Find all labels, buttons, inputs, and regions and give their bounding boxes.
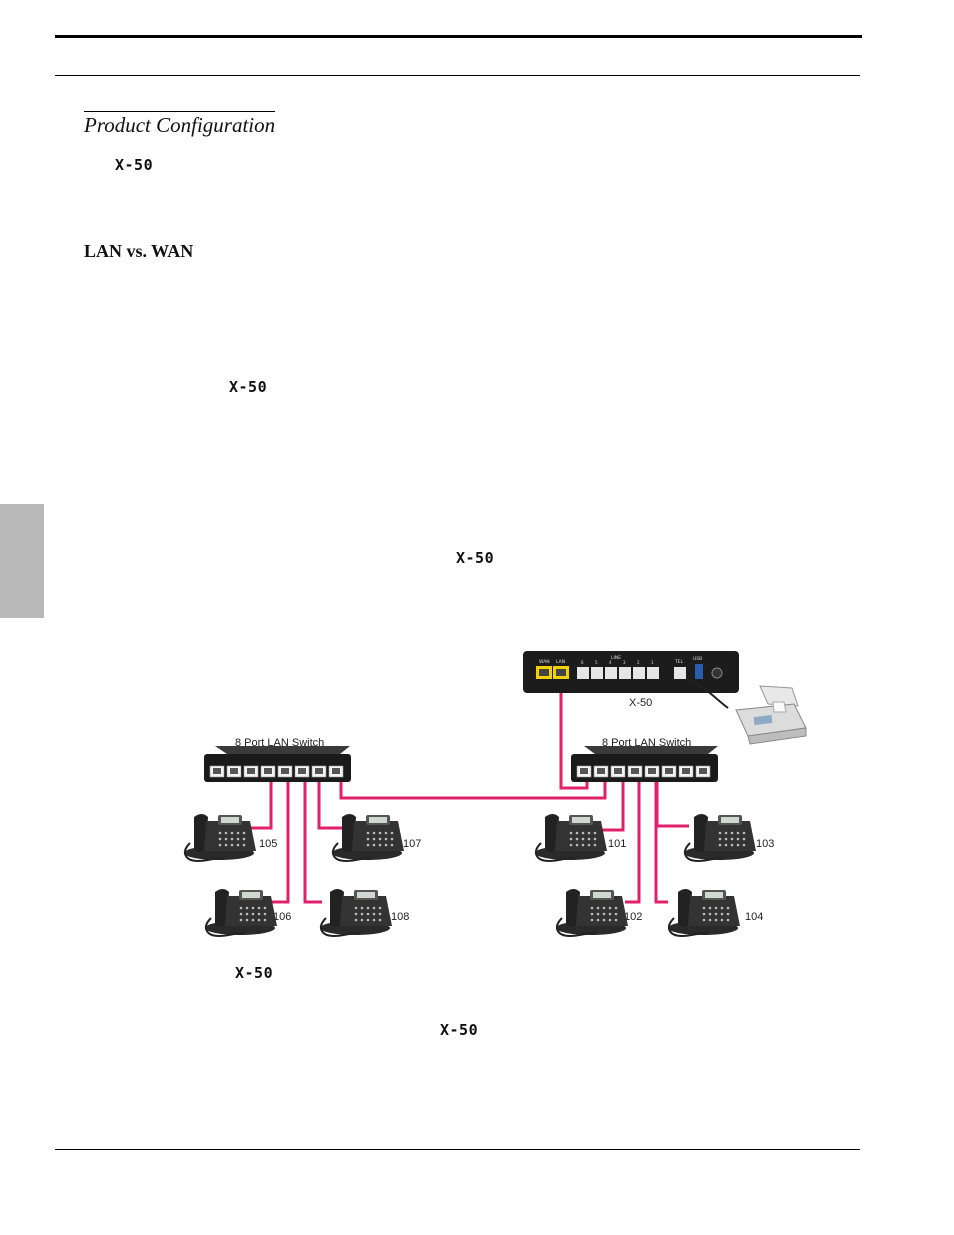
port-label-usb: USB	[693, 656, 702, 662]
phone-104: 104	[667, 888, 763, 937]
right-lan-switch	[571, 746, 718, 782]
phone-label-101: 101	[608, 838, 626, 850]
network-diagram: WAN LAN LINE 6 5 4 3 2 1 TEL USB X-50 8 …	[183, 651, 807, 937]
fax-machine-icon	[689, 679, 807, 745]
phone-label-103: 103	[756, 838, 774, 850]
product-ref-5: X-50	[440, 1021, 479, 1039]
product-ref-4: X-50	[235, 964, 274, 982]
line-number-4: 4	[609, 660, 612, 665]
line-number-5: 5	[595, 660, 598, 665]
phone-label-107: 107	[403, 838, 421, 850]
phone-101: 101	[534, 813, 626, 862]
phone-label-108: 108	[391, 911, 409, 923]
line-number-1: 1	[651, 660, 654, 665]
port-label-line: LINE	[611, 655, 621, 661]
phone-106: 106	[204, 888, 291, 937]
right-switch-label: 8 Port LAN Switch	[602, 737, 691, 749]
device-label: X-50	[629, 697, 652, 709]
phone-label-102: 102	[624, 911, 642, 923]
phone-102: 102	[555, 888, 642, 937]
product-ref-3: X-50	[456, 549, 495, 567]
phone-label-104: 104	[745, 911, 763, 923]
header-thick-rule	[55, 35, 862, 38]
lan-wan-heading: LAN vs. WAN	[84, 241, 194, 261]
header-thin-rule	[55, 75, 860, 76]
product-ref-1: X-50	[115, 156, 154, 174]
cable-lines	[248, 674, 689, 904]
line-number-6: 6	[581, 660, 584, 665]
chapter-tab	[0, 504, 44, 618]
x50-device: WAN LAN LINE 6 5 4 3 2 1 TEL USB	[523, 651, 739, 693]
port-label-tel: TEL	[674, 659, 684, 665]
left-switch-label: 8 Port LAN Switch	[235, 737, 324, 749]
phone-105: 105	[183, 813, 277, 862]
port-label-wan: WAN	[539, 659, 550, 665]
port-label-lan: LAN	[556, 659, 565, 665]
left-lan-switch	[204, 746, 351, 782]
product-ref-2: X-50	[229, 378, 268, 396]
line-number-2: 2	[637, 660, 640, 665]
section-title: Product Configuration	[84, 111, 276, 137]
phone-label-106: 106	[273, 911, 291, 923]
phone-103: 103	[683, 813, 774, 862]
phone-107: 107	[331, 813, 421, 862]
phone-108: 108	[319, 888, 409, 937]
phone-label-105: 105	[259, 838, 277, 850]
line-number-3: 3	[623, 660, 626, 665]
footer-rule	[55, 1149, 860, 1150]
